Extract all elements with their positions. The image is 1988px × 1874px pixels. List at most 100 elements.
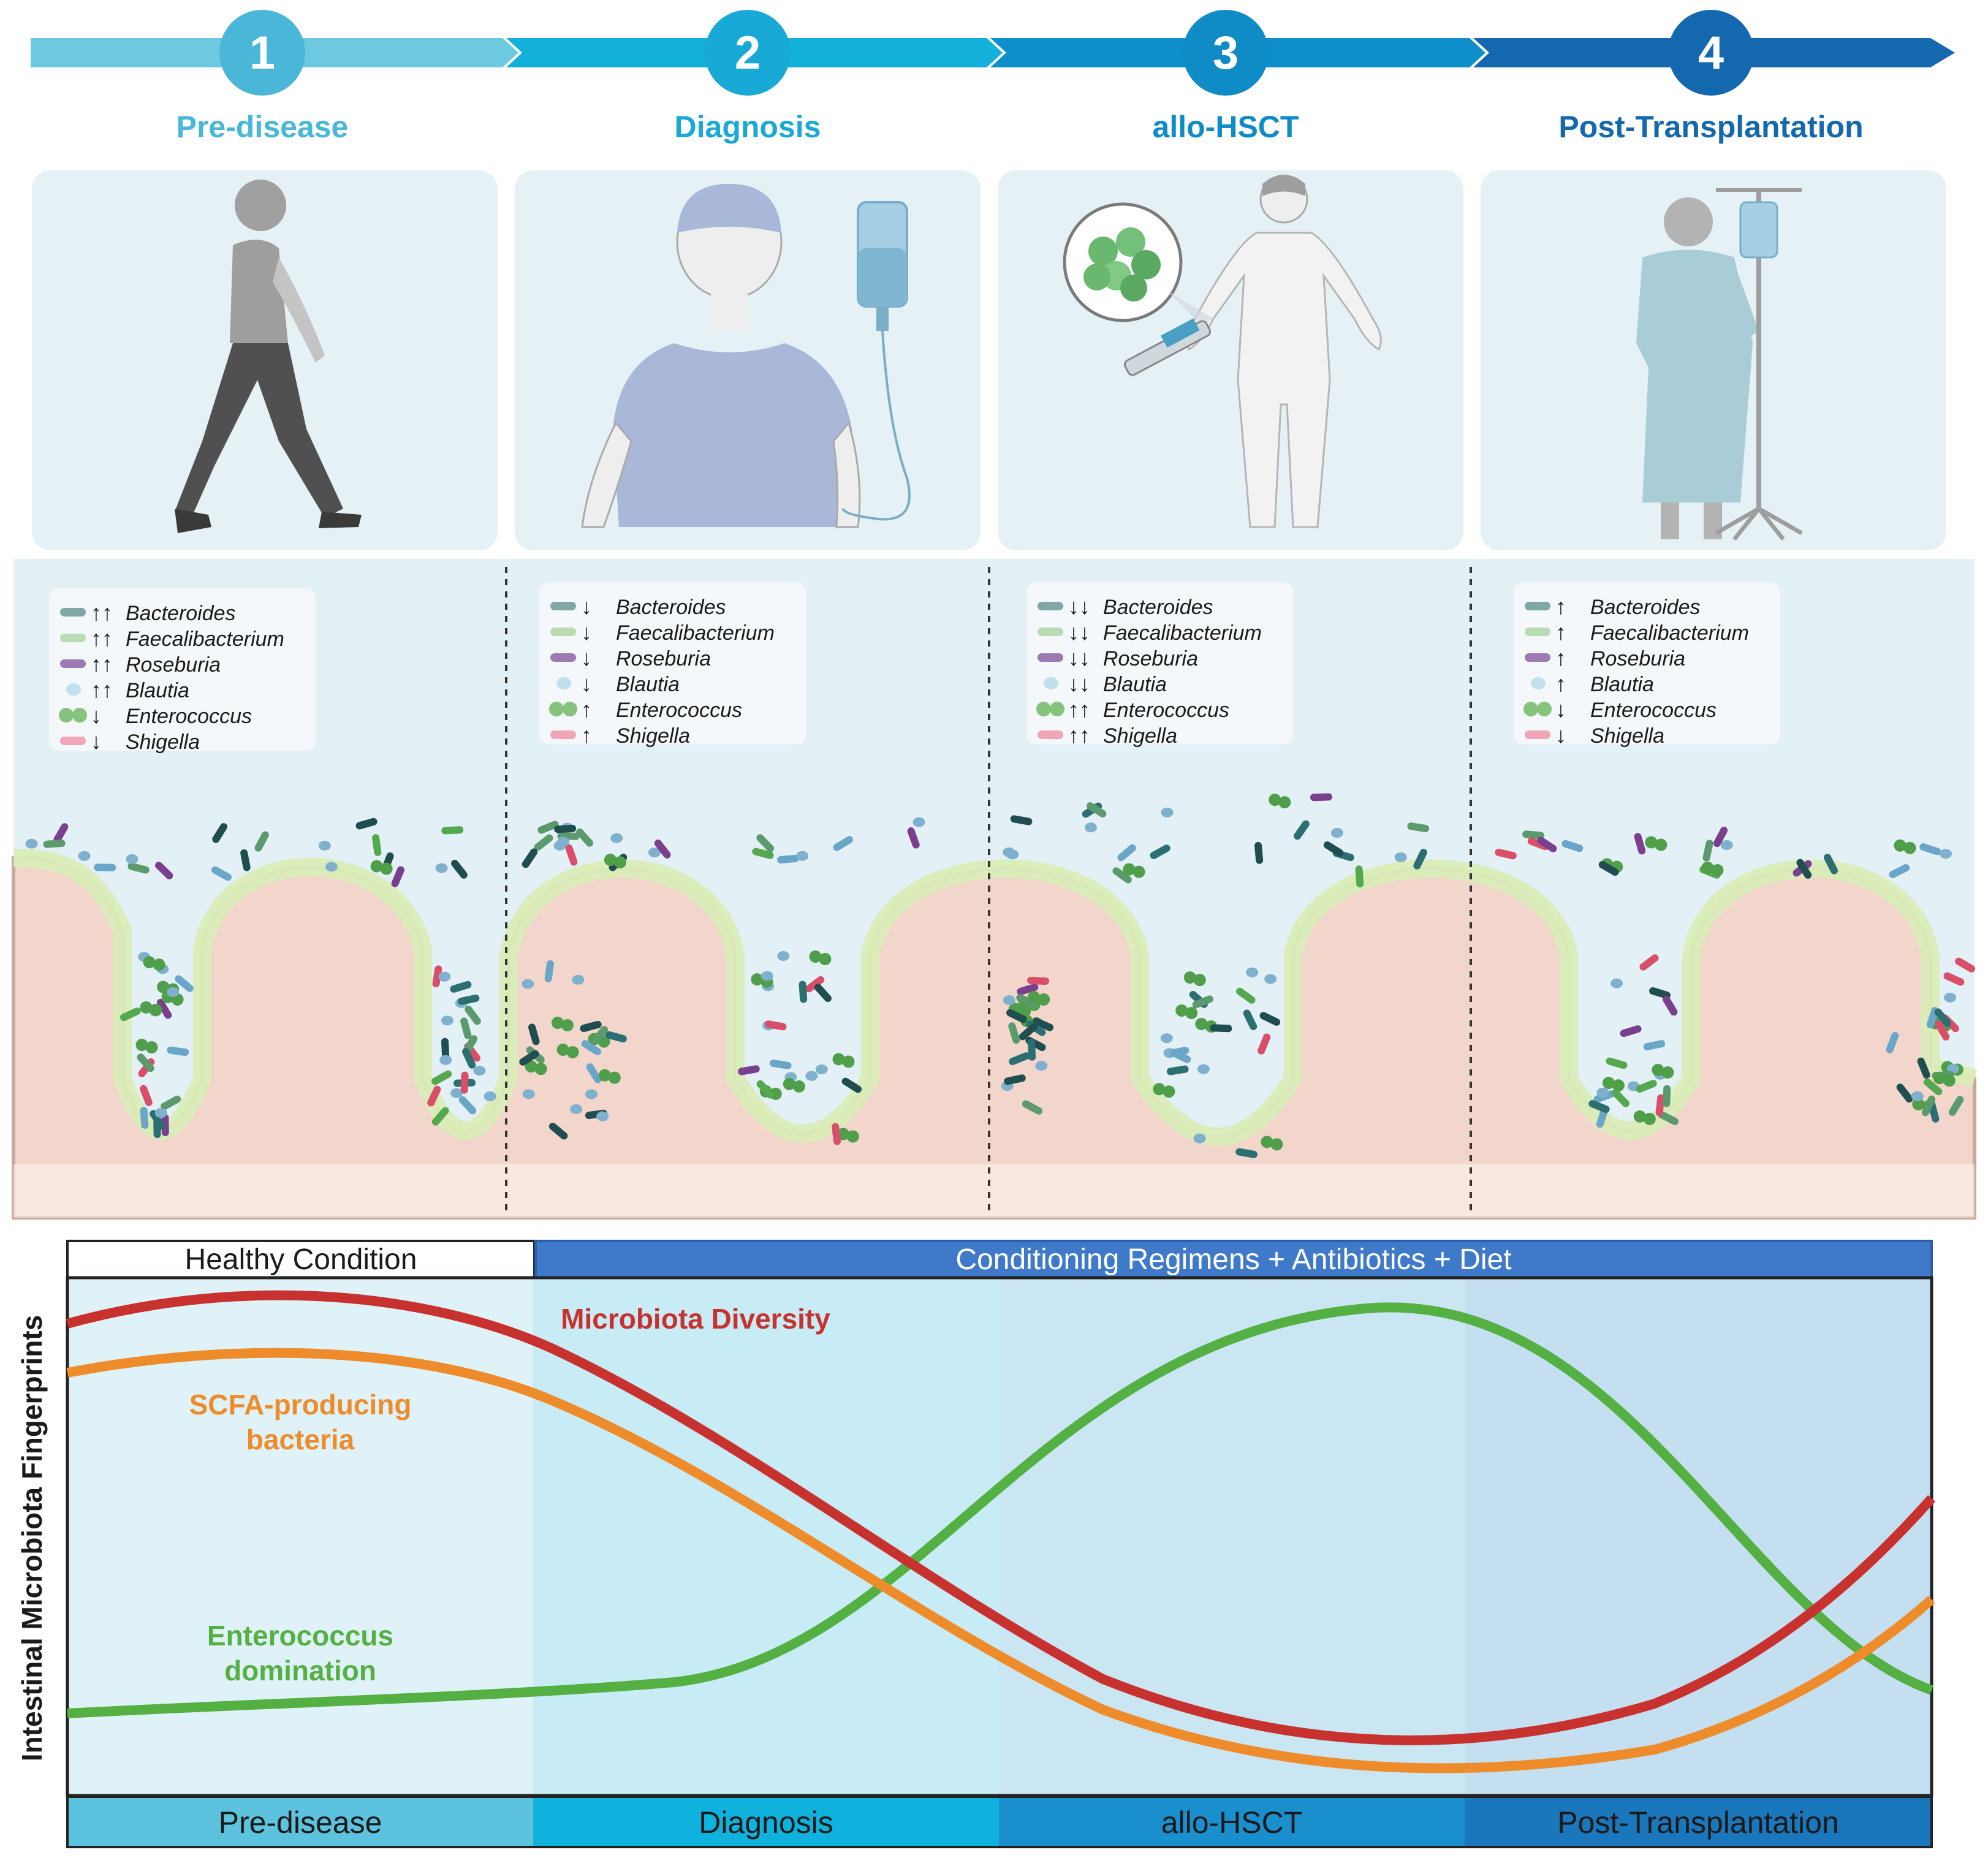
bacterium-rod: [1210, 1024, 1232, 1033]
legend-arrow: ↓: [581, 671, 592, 696]
bacterium-rod: [161, 1114, 169, 1136]
bacterium-rod: [211, 866, 232, 881]
bacterium-rod: [554, 824, 577, 833]
legend-panel-3: ↓↓Bacteroides↓↓Faecalibacterium↓↓Rosebur…: [1026, 582, 1293, 748]
bacterium-rod: [1004, 1074, 1026, 1085]
bacterium-diplococcus: [380, 862, 393, 875]
bacterium-rod: [1919, 843, 1941, 855]
bacterium-rod: [450, 981, 472, 993]
bacterium-diplococcus: [1643, 1112, 1656, 1125]
bacterium-diplococcus: [1661, 1066, 1674, 1079]
bacterium-rod: [1713, 826, 1728, 848]
bacterium-rod: [591, 1026, 609, 1045]
bacterium-diplococcus: [751, 973, 764, 986]
bacterium-rod: [1643, 1040, 1666, 1051]
bacterium-rod: [1407, 822, 1430, 832]
bacterium-rod: [1170, 1049, 1191, 1063]
legend-arrow: ↑↑: [91, 626, 113, 651]
bacterium-rod: [1022, 1100, 1043, 1115]
bacterium-diplococcus: [153, 958, 165, 971]
bacterium-rod: [1943, 972, 1965, 986]
bacterium-diplococcus: [783, 1077, 795, 1090]
bacterium-diplococcus: [809, 950, 822, 963]
legend-taxon: Roseburia: [1590, 647, 1685, 670]
bacterium-rod: [1948, 1096, 1964, 1116]
bacterium-rod: [1310, 793, 1332, 802]
graph-bg-phase-3: [999, 1278, 1465, 1796]
legend-arrow: ↑↑: [1068, 697, 1090, 722]
bacterium-rod: [581, 1040, 602, 1055]
legend-taxon: Enterococcus: [616, 699, 742, 722]
bacterium-diplococcus: [792, 1080, 805, 1093]
bacterium-rod: [1896, 1083, 1913, 1103]
bacterium-coccus: [126, 854, 138, 864]
timeline-arrow: [31, 38, 1955, 67]
bacterium-rod: [1527, 837, 1549, 851]
bacterium-rod: [764, 1020, 787, 1031]
bacterium-coccus: [473, 1066, 486, 1076]
legend-arrow: ↑: [1555, 645, 1566, 670]
bacterium-rod: [1150, 844, 1170, 859]
bacterium-rod: [1606, 1057, 1628, 1069]
legend-swatch: [1525, 653, 1550, 662]
phase-label: Diagnosis: [699, 1805, 833, 1840]
legend-taxon: Shigella: [126, 730, 200, 754]
bacterium-coccus: [557, 836, 570, 847]
bacterium-rod: [769, 1059, 792, 1069]
bacterium-rod: [150, 1110, 165, 1130]
step-number: 1: [249, 27, 275, 79]
legend-panel-2: ↓Bacteroides↓Faecalibacterium↓Roseburia↓…: [539, 582, 806, 748]
bacterium-rod: [605, 1031, 627, 1043]
step-title: Post-Transplantation: [1558, 110, 1863, 144]
bacterium-coccus: [1160, 1033, 1173, 1044]
bacterium-rod: [140, 1085, 153, 1106]
bacterium-rod: [441, 826, 464, 835]
bacterium-diplococcus: [613, 856, 626, 869]
bacterium-diplococcus: [1038, 993, 1050, 1006]
step-title: Pre-disease: [176, 110, 349, 144]
bacterium-rod: [1258, 1033, 1271, 1055]
legend-arrow: ↓↓: [1068, 594, 1090, 619]
bacterium-coccus: [450, 1088, 463, 1098]
step-title: Diagnosis: [675, 110, 821, 144]
bacterium-diplococcus: [145, 1041, 158, 1054]
bacterium-rod: [1561, 840, 1584, 852]
legend-taxon: Shigella: [1103, 724, 1177, 748]
legend-swatch: [60, 634, 86, 642]
bacterium-coccus: [815, 1064, 828, 1074]
legend-taxon: Enterococcus: [1590, 699, 1717, 722]
curve-diversity: [66, 1290, 1935, 1745]
bacterium-coccus: [648, 848, 661, 858]
legend-swatch: [563, 702, 577, 716]
bacterium-rod: [156, 998, 172, 1019]
step-number: 2: [735, 27, 761, 79]
bacterium-coccus: [912, 817, 925, 827]
step-number: 3: [1213, 27, 1239, 79]
bacterium-rod: [1588, 1100, 1610, 1113]
gown-patient-icon: [1636, 188, 1803, 541]
bacterium-diplococcus: [157, 981, 170, 993]
bacterium-coccus: [78, 851, 91, 861]
bacterium-rod: [1796, 859, 1812, 879]
microbiota-graph: Healthy Condition Conditioning Regimens …: [16, 1240, 1935, 1848]
bacterium-rod: [756, 1080, 775, 1099]
bacterium-rod: [254, 831, 269, 852]
legend-swatch: [550, 730, 576, 739]
bacterium-coccus: [761, 971, 773, 981]
bacterium-rod: [1166, 1065, 1189, 1075]
bacterium-rod: [1522, 830, 1545, 840]
step-title: allo-HSCT: [1153, 110, 1299, 144]
bacterium-diplococcus: [143, 956, 156, 969]
bacterium-coccus: [435, 863, 448, 873]
bacterium-diplococcus: [1933, 1072, 1946, 1085]
bacterium-rod: [1537, 836, 1557, 852]
bacterium-diplococcus: [842, 1055, 855, 1068]
legend-arrow: ↓↓: [1068, 645, 1090, 670]
bacterium-rod: [427, 1085, 441, 1107]
bacterium-diplococcus: [1185, 1006, 1198, 1019]
legend-swatch: [549, 702, 564, 716]
bacterium-coccus: [777, 951, 790, 962]
legend-swatch: [1050, 702, 1064, 716]
legend-panel-bg: [539, 582, 806, 745]
